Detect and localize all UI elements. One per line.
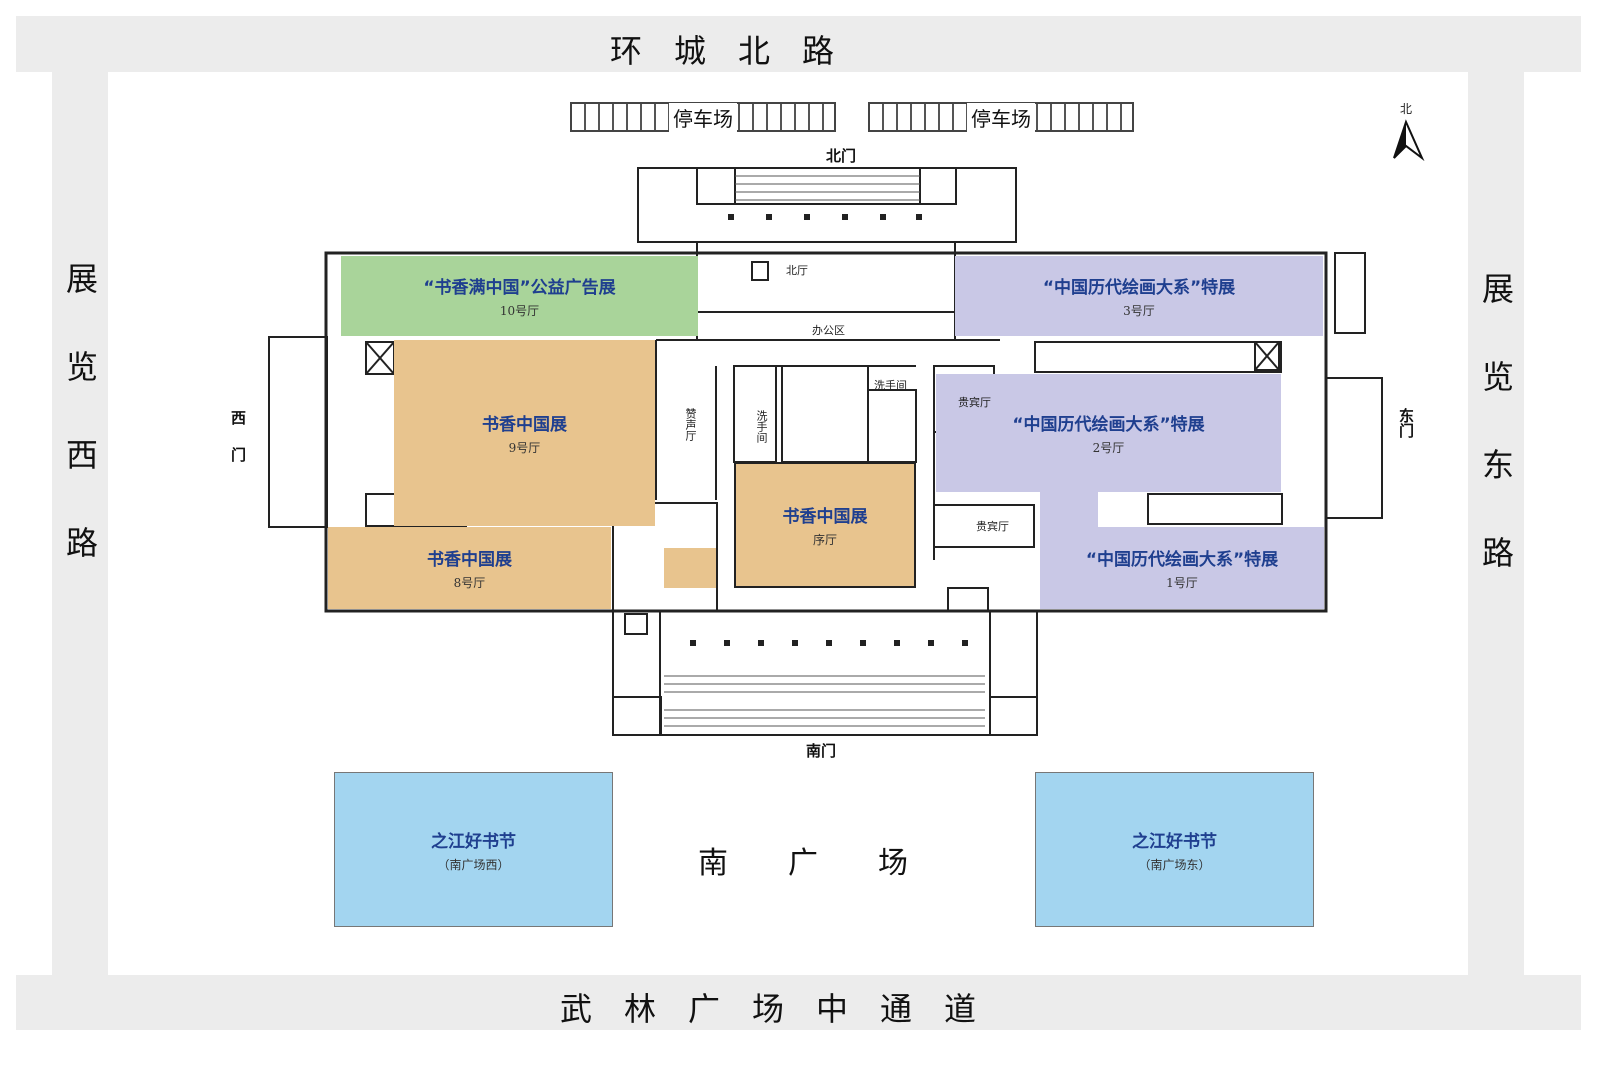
north-hall-label: 北厅 [786,264,808,277]
parking-right: 停车场 [868,102,1134,132]
hall-10-title: “书香满中国”公益广告展 [423,278,616,298]
parking-right-label: 停车场 [967,102,1035,132]
hall-2-title: “中国历代绘画大系”特展 [1012,415,1205,435]
parking-left: 停车场 [570,102,836,132]
plaza-west-zone[interactable]: 之江好书节 （南广场西） [334,772,613,927]
hall-foyer-label: 序厅 [812,533,837,547]
hall-1-number: 1号厅 [1166,576,1198,590]
south-plaza-label: 南 广 场 [698,846,908,881]
hall-1[interactable]: “中国历代绘画大系”特展 1号厅 [1040,527,1324,609]
east-road-label: 展览东路 [1477,272,1515,624]
hall-2-annex [1040,492,1098,528]
hall-foyer[interactable]: 书香中国展 序厅 [734,462,916,588]
south-road-label: 武 林 广 场 中 通 道 [560,990,977,1028]
report-hall-label: 赞声厅 [684,408,697,441]
hall-1-title: “中国历代绘画大系”特展 [1085,550,1279,570]
hall-2-number: 2号厅 [1092,441,1125,455]
washroom-vertical-label: 洗手间 [755,410,768,443]
east-road [1468,72,1524,975]
office-area-label: 办公区 [812,324,845,337]
west-gate-label: 西门 [229,410,247,484]
hall-9-title: 书香中国展 [482,415,567,435]
hall-9-number: 9号厅 [508,441,541,455]
hall-9-annex [664,548,716,588]
hall-8-title: 书香中国展 [427,550,512,570]
plaza-west-title: 之江好书节 [431,831,516,852]
hall-foyer-title: 书香中国展 [782,507,868,527]
hall-2[interactable]: “中国历代绘画大系”特展 2号厅 [936,374,1281,492]
compass-label: 北 [1400,102,1413,116]
south-road [16,975,1581,1030]
hall-3[interactable]: “中国历代绘画大系”特展 3号厅 [955,256,1323,336]
west-road [52,72,108,975]
plaza-east-sub: （南广场东） [1138,857,1211,872]
parking-left-label: 停车场 [669,102,737,132]
vip-room-1-label: 贵宾厅 [958,396,991,409]
north-road [16,16,1581,72]
west-road-label: 展览西路 [61,262,99,614]
hall-8[interactable]: 书香中国展 8号厅 [328,527,611,609]
east-gate-label: 东门 [1397,408,1415,438]
plaza-west-sub: （南广场西） [437,857,510,872]
hall-10-number: 10号厅 [499,304,540,318]
hall-3-number: 3号厅 [1123,304,1155,318]
hall-9[interactable]: 书香中国展 9号厅 [394,340,655,526]
vip-room-2-label: 贵宾厅 [976,520,1009,533]
north-gate-label: 北门 [826,147,857,165]
south-gate-label: 南门 [806,742,837,760]
plaza-east-zone[interactable]: 之江好书节 （南广场东） [1035,772,1314,927]
hall-3-title: “中国历代绘画大系”特展 [1042,278,1236,298]
washroom-label: 洗手间 [874,379,907,392]
plaza-east-title: 之江好书节 [1132,831,1217,852]
hall-10[interactable]: “书香满中国”公益广告展 10号厅 [341,256,698,336]
hall-8-number: 8号厅 [453,576,486,590]
north-road-label: 环 城 北 路 [610,32,835,70]
